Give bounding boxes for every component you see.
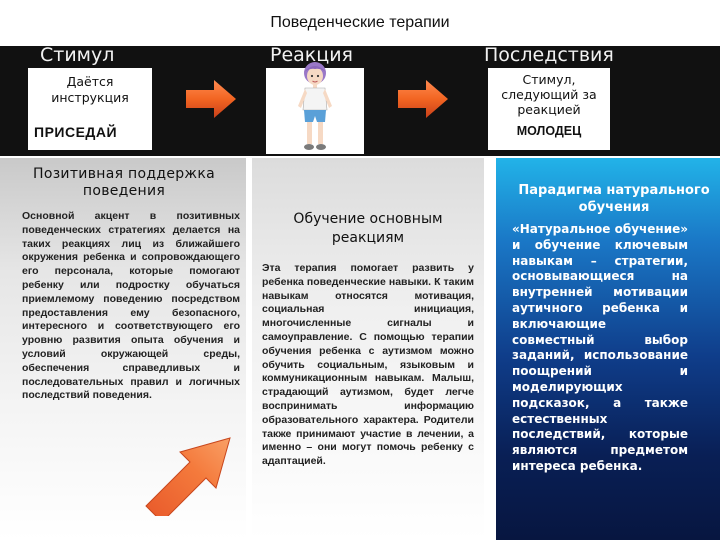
column-header-stimulus: Стимул <box>40 44 115 66</box>
arrow-right-icon <box>145 437 231 516</box>
middle-panel <box>252 158 484 540</box>
stimulus-box: Даётся инструкция ПРИСЕДАЙ <box>28 68 152 150</box>
consequence-praise: МОЛОДЕЦ <box>516 124 582 138</box>
child-figure-icon <box>298 62 332 150</box>
stimulus-instruction: Даётся инструкция <box>51 74 129 105</box>
right-panel-body: «Натуральное обучение» и обучение ключев… <box>512 222 688 473</box>
right-panel <box>496 158 720 540</box>
left-panel-body: Основной акцент в позитивных поведенческ… <box>22 210 240 402</box>
stimulus-command: ПРИСЕДАЙ <box>34 124 118 140</box>
arrow-right-icon <box>186 80 236 118</box>
middle-panel-title: Обучение основным реакциям <box>293 211 443 246</box>
consequence-box: Стимул, следующий за реакцией МОЛОДЕЦ <box>488 68 610 150</box>
right-panel-title: Парадигма натурального обучения <box>518 183 710 215</box>
left-panel-title: Позитивная поддержка поведения <box>33 166 215 199</box>
middle-panel-body: Эта терапия помогает развить у ребенка п… <box>262 262 474 468</box>
column-header-reaction: Реакция <box>270 44 353 66</box>
column-header-consequences: Последствия <box>484 44 614 66</box>
arrow-right-icon <box>398 80 448 118</box>
consequence-text: Стимул, следующий за реакцией <box>501 72 597 117</box>
slide-title: Поведенческие терапии <box>270 14 450 31</box>
